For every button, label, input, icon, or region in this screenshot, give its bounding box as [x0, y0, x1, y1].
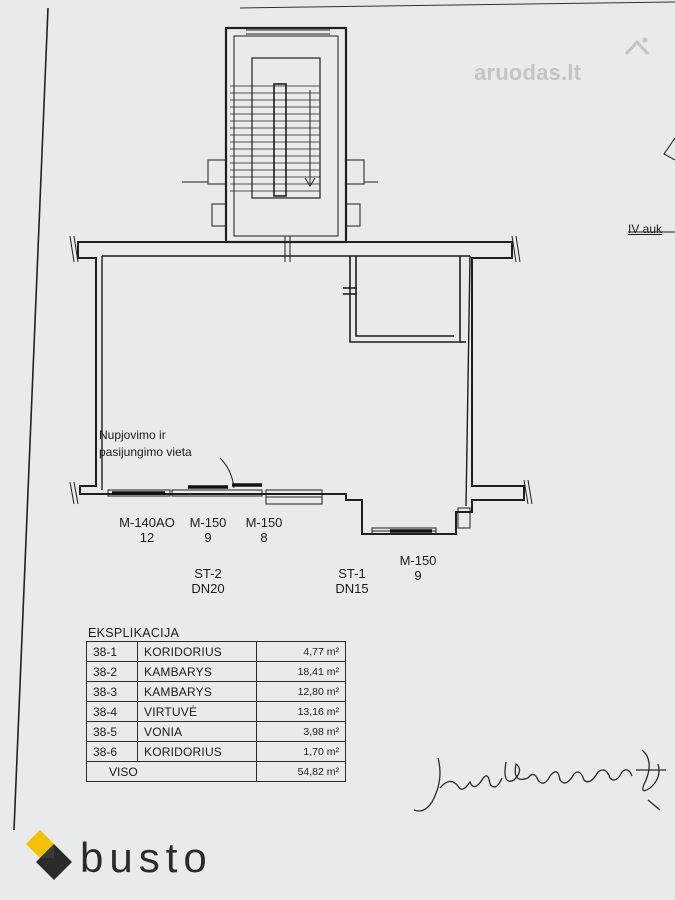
radiator-model: M-140AO: [119, 515, 175, 530]
total-area: 54,82 m²: [256, 761, 346, 782]
radiator-label-1: M-140AO 12: [107, 515, 187, 545]
radiator-count: 12: [139, 530, 155, 545]
room-id: 38-4: [86, 701, 138, 722]
radiator-label-4: M-150 9: [390, 553, 446, 583]
room-id: 38-1: [86, 641, 138, 662]
riser-label-st2: ST-2 DN20: [178, 566, 238, 596]
room-name: KORIDORIUS: [137, 741, 257, 762]
radiator-label-3: M-150 8: [236, 515, 292, 545]
handwritten-signature: [413, 749, 666, 812]
riser-dn: DN20: [191, 581, 225, 596]
room-name: VONIA: [137, 721, 257, 742]
wall-break-marks: [69, 235, 533, 505]
table-row: 38-6 KORIDORIUS 1,70 m²: [86, 741, 346, 762]
floor-label: IV auk: [628, 222, 663, 236]
radiator-model: M-150: [399, 553, 437, 568]
radiator-count: 9: [414, 568, 422, 583]
note-line-2: pasijungimo vieta: [99, 445, 192, 459]
busto-logo-text: busto: [80, 834, 213, 881]
room-area: 13,16 m²: [256, 701, 346, 722]
room-name: KAMBARYS: [137, 681, 257, 702]
room-area: 18,41 m²: [256, 661, 346, 682]
radiator-count: 8: [260, 530, 268, 545]
radiator-model: M-150: [245, 515, 283, 530]
total-label: VISO: [86, 761, 257, 782]
cut-point-mark: [219, 457, 471, 529]
door-marks: [284, 236, 291, 262]
paper-top-line: [239, 1, 675, 9]
riser-name: ST-2: [194, 566, 222, 581]
outer-walls: [77, 241, 525, 535]
radiator-marks: [112, 483, 432, 533]
room-area: 4,77 m²: [256, 641, 346, 662]
table-row: 38-3 KAMBARYS 12,80 m²: [86, 681, 346, 702]
radiator-label-2: M-150 9: [180, 515, 236, 545]
radiator-model: M-150: [189, 515, 227, 530]
house-icon: [624, 37, 650, 56]
room-id: 38-5: [86, 721, 138, 742]
room-id: 38-2: [86, 661, 138, 682]
staircase: [182, 26, 378, 244]
riser-dn: DN15: [335, 581, 369, 596]
watermark-text: aruodas.lt: [474, 60, 582, 85]
room-name: KAMBARYS: [137, 661, 257, 682]
room-name: VIRTUVĖ: [137, 701, 257, 722]
room-area: 12,80 m²: [256, 681, 346, 702]
table-row: 38-4 VIRTUVĖ 13,16 m²: [86, 701, 346, 722]
busto-logo: busto: [24, 826, 274, 891]
room-area: 1,70 m²: [256, 741, 346, 762]
paper-edge-line: [13, 7, 49, 831]
table-total-row: VISO 54,82 m²: [86, 761, 346, 782]
aruodas-watermark: aruodas.lt: [474, 37, 650, 86]
table-row: 38-5 VONIA 3,98 m²: [86, 721, 346, 742]
room-area: 3,98 m²: [256, 721, 346, 742]
room-id: 38-3: [86, 681, 138, 702]
radiator-count: 9: [204, 530, 212, 545]
explication-title: EKSPLIKACIJA: [88, 626, 180, 640]
interior-partitions: [343, 256, 466, 343]
table-row: 38-2 KAMBARYS 18,41 m²: [86, 661, 346, 682]
riser-name: ST-1: [338, 566, 366, 581]
room-name: KORIDORIUS: [137, 641, 257, 662]
explication-table: 38-1 KORIDORIUS 4,77 m² 38-2 KAMBARYS 18…: [86, 641, 346, 782]
cut-point-note: Nupjovimo ir pasijungimo vieta: [99, 427, 192, 461]
room-id: 38-6: [86, 741, 138, 762]
note-line-1: Nupjovimo ir: [99, 428, 166, 442]
table-row: 38-1 KORIDORIUS 4,77 m²: [86, 641, 346, 662]
riser-label-st1: ST-1 DN15: [322, 566, 382, 596]
right-edge-fragments: [628, 137, 675, 233]
busto-logo-icon: busto: [26, 830, 213, 881]
